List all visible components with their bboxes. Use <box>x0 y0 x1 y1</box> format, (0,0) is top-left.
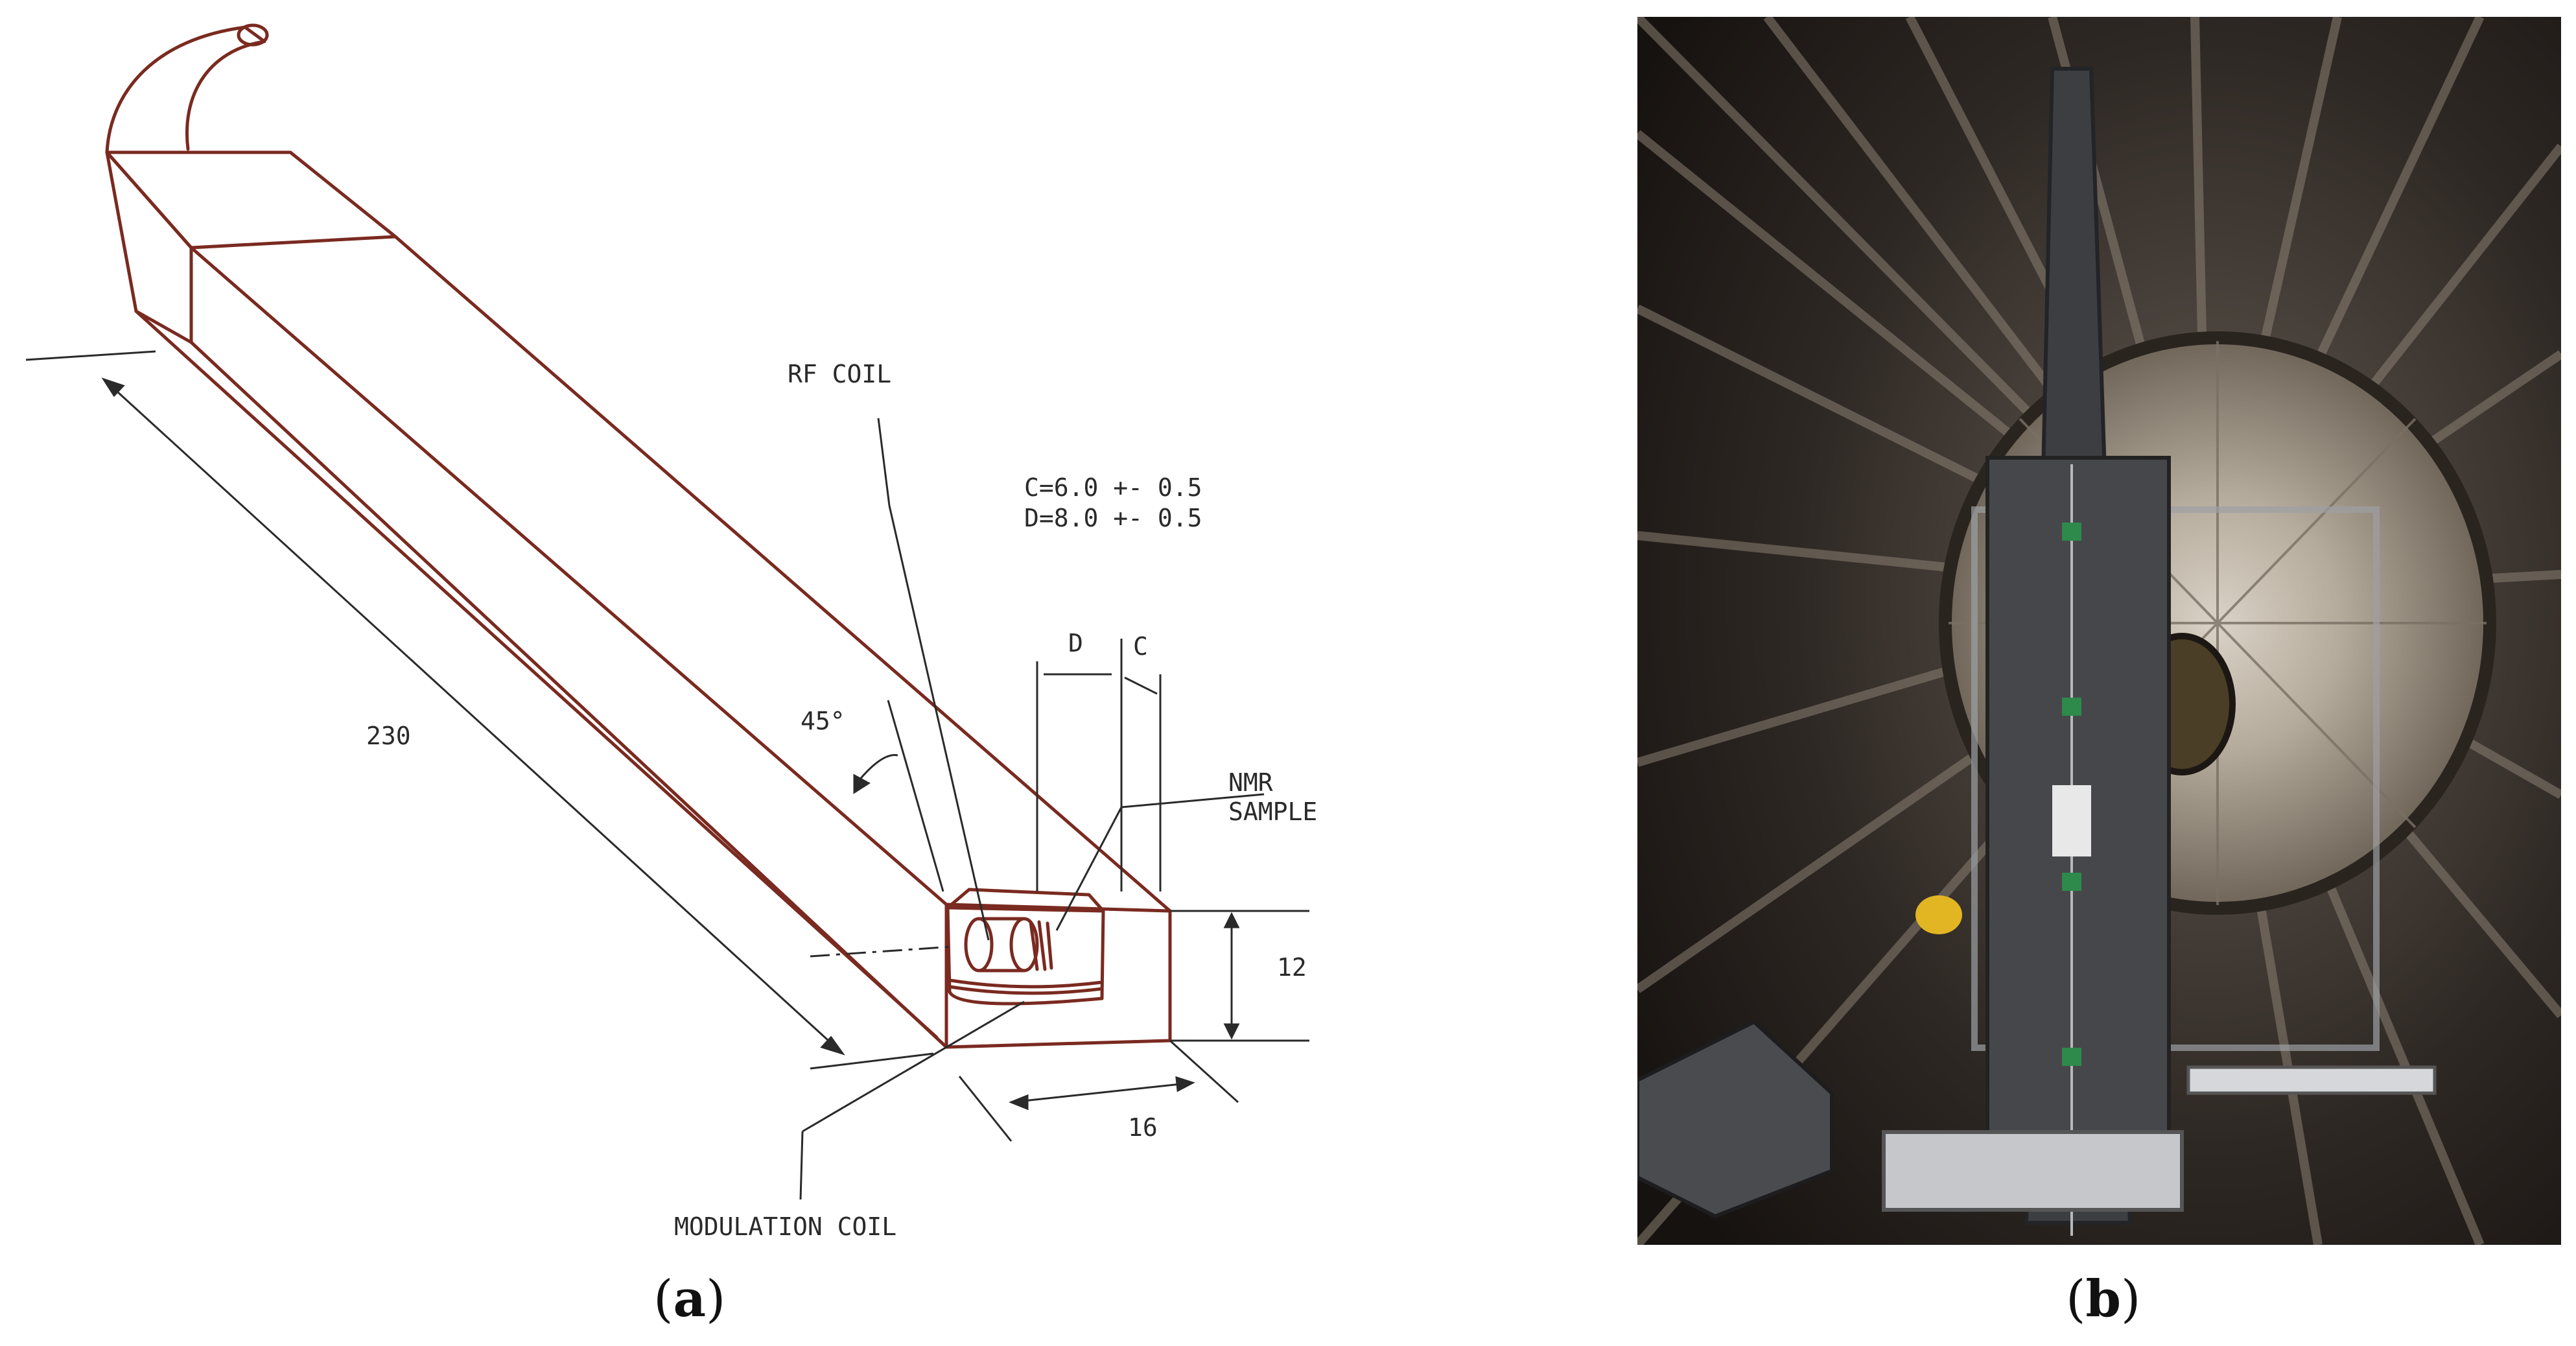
nmr-sample-housing <box>946 906 1105 1006</box>
label-c: C <box>1133 632 1148 661</box>
label-modulation-coil: MODULATION COIL <box>674 1212 896 1241</box>
probe-hook <box>105 25 266 154</box>
label-width: 16 <box>1128 1113 1158 1142</box>
label-angle: 45° <box>801 707 845 735</box>
label-nmr: NMR <box>1228 768 1273 797</box>
probe-diagram: RF COIL C=6.0 +- 0.5 D=8.0 +- 0.5 D C 45… <box>25 23 1317 1241</box>
label-sample: SAMPLE <box>1228 797 1317 826</box>
probe-front-face <box>105 150 193 344</box>
label-d-value: D=8.0 +- 0.5 <box>1024 504 1202 532</box>
detector-photo <box>1637 17 2561 1245</box>
label-d: D <box>1068 629 1083 657</box>
label-rf-coil: RF COIL <box>788 360 891 388</box>
label-length: 230 <box>366 722 411 750</box>
label-height: 12 <box>1277 953 1307 982</box>
label-c-value: C=6.0 +- 0.5 <box>1024 473 1202 502</box>
caption-b: (b) <box>2066 1269 2141 1328</box>
caption-a: (a) <box>653 1269 726 1328</box>
